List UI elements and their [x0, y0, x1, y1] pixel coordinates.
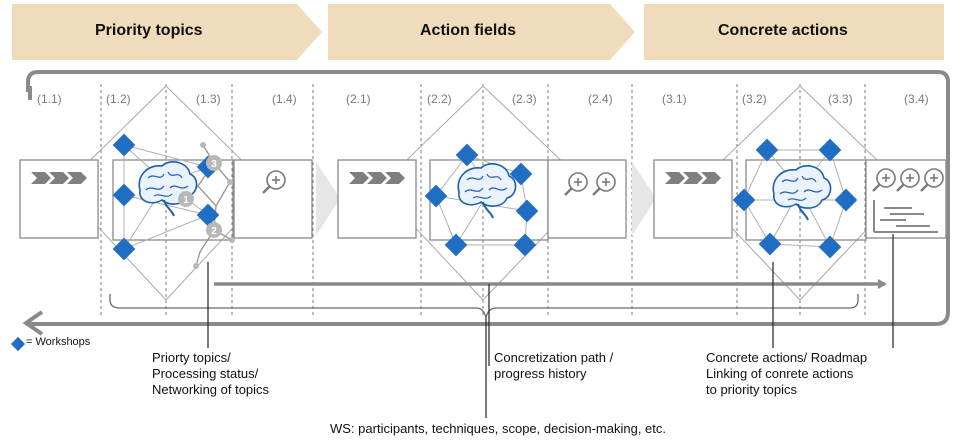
legend-text: = Workshops: [26, 336, 91, 348]
diamond-workshop-icon: [758, 232, 782, 256]
diamond-workshop-icon: [424, 184, 448, 208]
annotation-line: Concrete actions/ Roadmap: [706, 350, 868, 365]
step-number: (3.2): [742, 92, 767, 106]
gantt-roadmap-icon: [873, 200, 938, 233]
diamond-workshop-icon: [455, 143, 479, 167]
annotation-line: to priority topics: [706, 382, 798, 397]
step-number: (2.4): [588, 92, 613, 106]
step-number: (1.1): [37, 92, 62, 106]
triple-chevron-icon: [349, 172, 405, 184]
workshop-box-1: [112, 159, 234, 241]
brain-icon: [457, 162, 517, 219]
diamond-workshop-icon: [818, 235, 842, 259]
phase-banner-priority: [12, 4, 322, 60]
annotation-line: progress history: [494, 366, 587, 381]
annotation-concrete-actions: Concrete actions/ Roadmap Linking of con…: [706, 350, 867, 398]
feedback-loop-line: [26, 70, 950, 326]
phase-label-concrete-actions: Concrete actions: [718, 22, 848, 39]
diamond-workshop-icon: [112, 183, 136, 207]
phase-label-priority-topics: Priority topics: [95, 22, 203, 39]
node-number-1: 1: [183, 195, 189, 206]
diamond-workshop-icon: [755, 138, 779, 162]
phase-banner-concrete-actions: [644, 4, 944, 60]
annotation-line: Linking of conrete actions: [706, 366, 854, 381]
step-number: (3.1): [662, 92, 687, 106]
annotation-leaders: [207, 234, 894, 418]
diamond-workshop-icon: [444, 233, 468, 257]
input-box-3: [653, 159, 733, 239]
brain-icon: [138, 160, 198, 217]
topic-nodes: [178, 142, 235, 269]
review-box-1: [233, 159, 313, 239]
step-number: (2.3): [512, 92, 537, 106]
diamond-workshop-icon: [732, 188, 756, 212]
annotation-priority-topics: Priorty topics/ Processing status/ Netwo…: [152, 350, 269, 398]
review-box-2: [547, 159, 627, 239]
diamond-workshop-icon: [515, 199, 539, 223]
step-number: (3.3): [828, 92, 853, 106]
step-number: (3.4): [904, 92, 929, 106]
workshop-bracket: [109, 294, 859, 319]
phase-banner-action-fields: [328, 4, 635, 60]
annotation-line: Processing status/: [152, 366, 259, 381]
diamond-workshop-icon: [513, 233, 537, 257]
step-number: (2.2): [427, 92, 452, 106]
transition-arrow-1: [316, 162, 340, 236]
annotation-workshops: WS: participants, techniques, scope, dec…: [330, 421, 666, 436]
annotation-line: Concretization path /: [494, 350, 614, 365]
annotation-line: Networking of topics: [152, 382, 270, 397]
node-number-2: 2: [211, 226, 217, 237]
annotation-line: Priorty topics/: [152, 350, 231, 365]
diamond-workshop-icon: [112, 133, 136, 157]
phase-outline-diamonds: [61, 85, 907, 301]
step-number: (2.1): [346, 92, 371, 106]
step-number: (1.2): [106, 92, 131, 106]
diamond-workshop-icon: [112, 237, 136, 261]
phase-label-action-fields: Action fields: [420, 22, 517, 39]
brain-icon: [772, 164, 832, 221]
input-box-2: [337, 159, 417, 239]
input-box-1: [19, 159, 99, 239]
annotation-concretization: Concretization path / progress history: [494, 350, 613, 382]
diamond-workshop-icon: [818, 138, 842, 162]
step-number: (1.3): [196, 92, 221, 106]
node-number-3: 3: [211, 159, 217, 170]
transition-arrow-2: [632, 162, 656, 236]
diamond-workshop-icon: [834, 188, 858, 212]
triple-chevron-icon: [31, 172, 87, 184]
step-number: (1.4): [272, 92, 297, 106]
triple-chevron-icon: [665, 172, 721, 184]
loop-arrowhead: [22, 310, 44, 336]
